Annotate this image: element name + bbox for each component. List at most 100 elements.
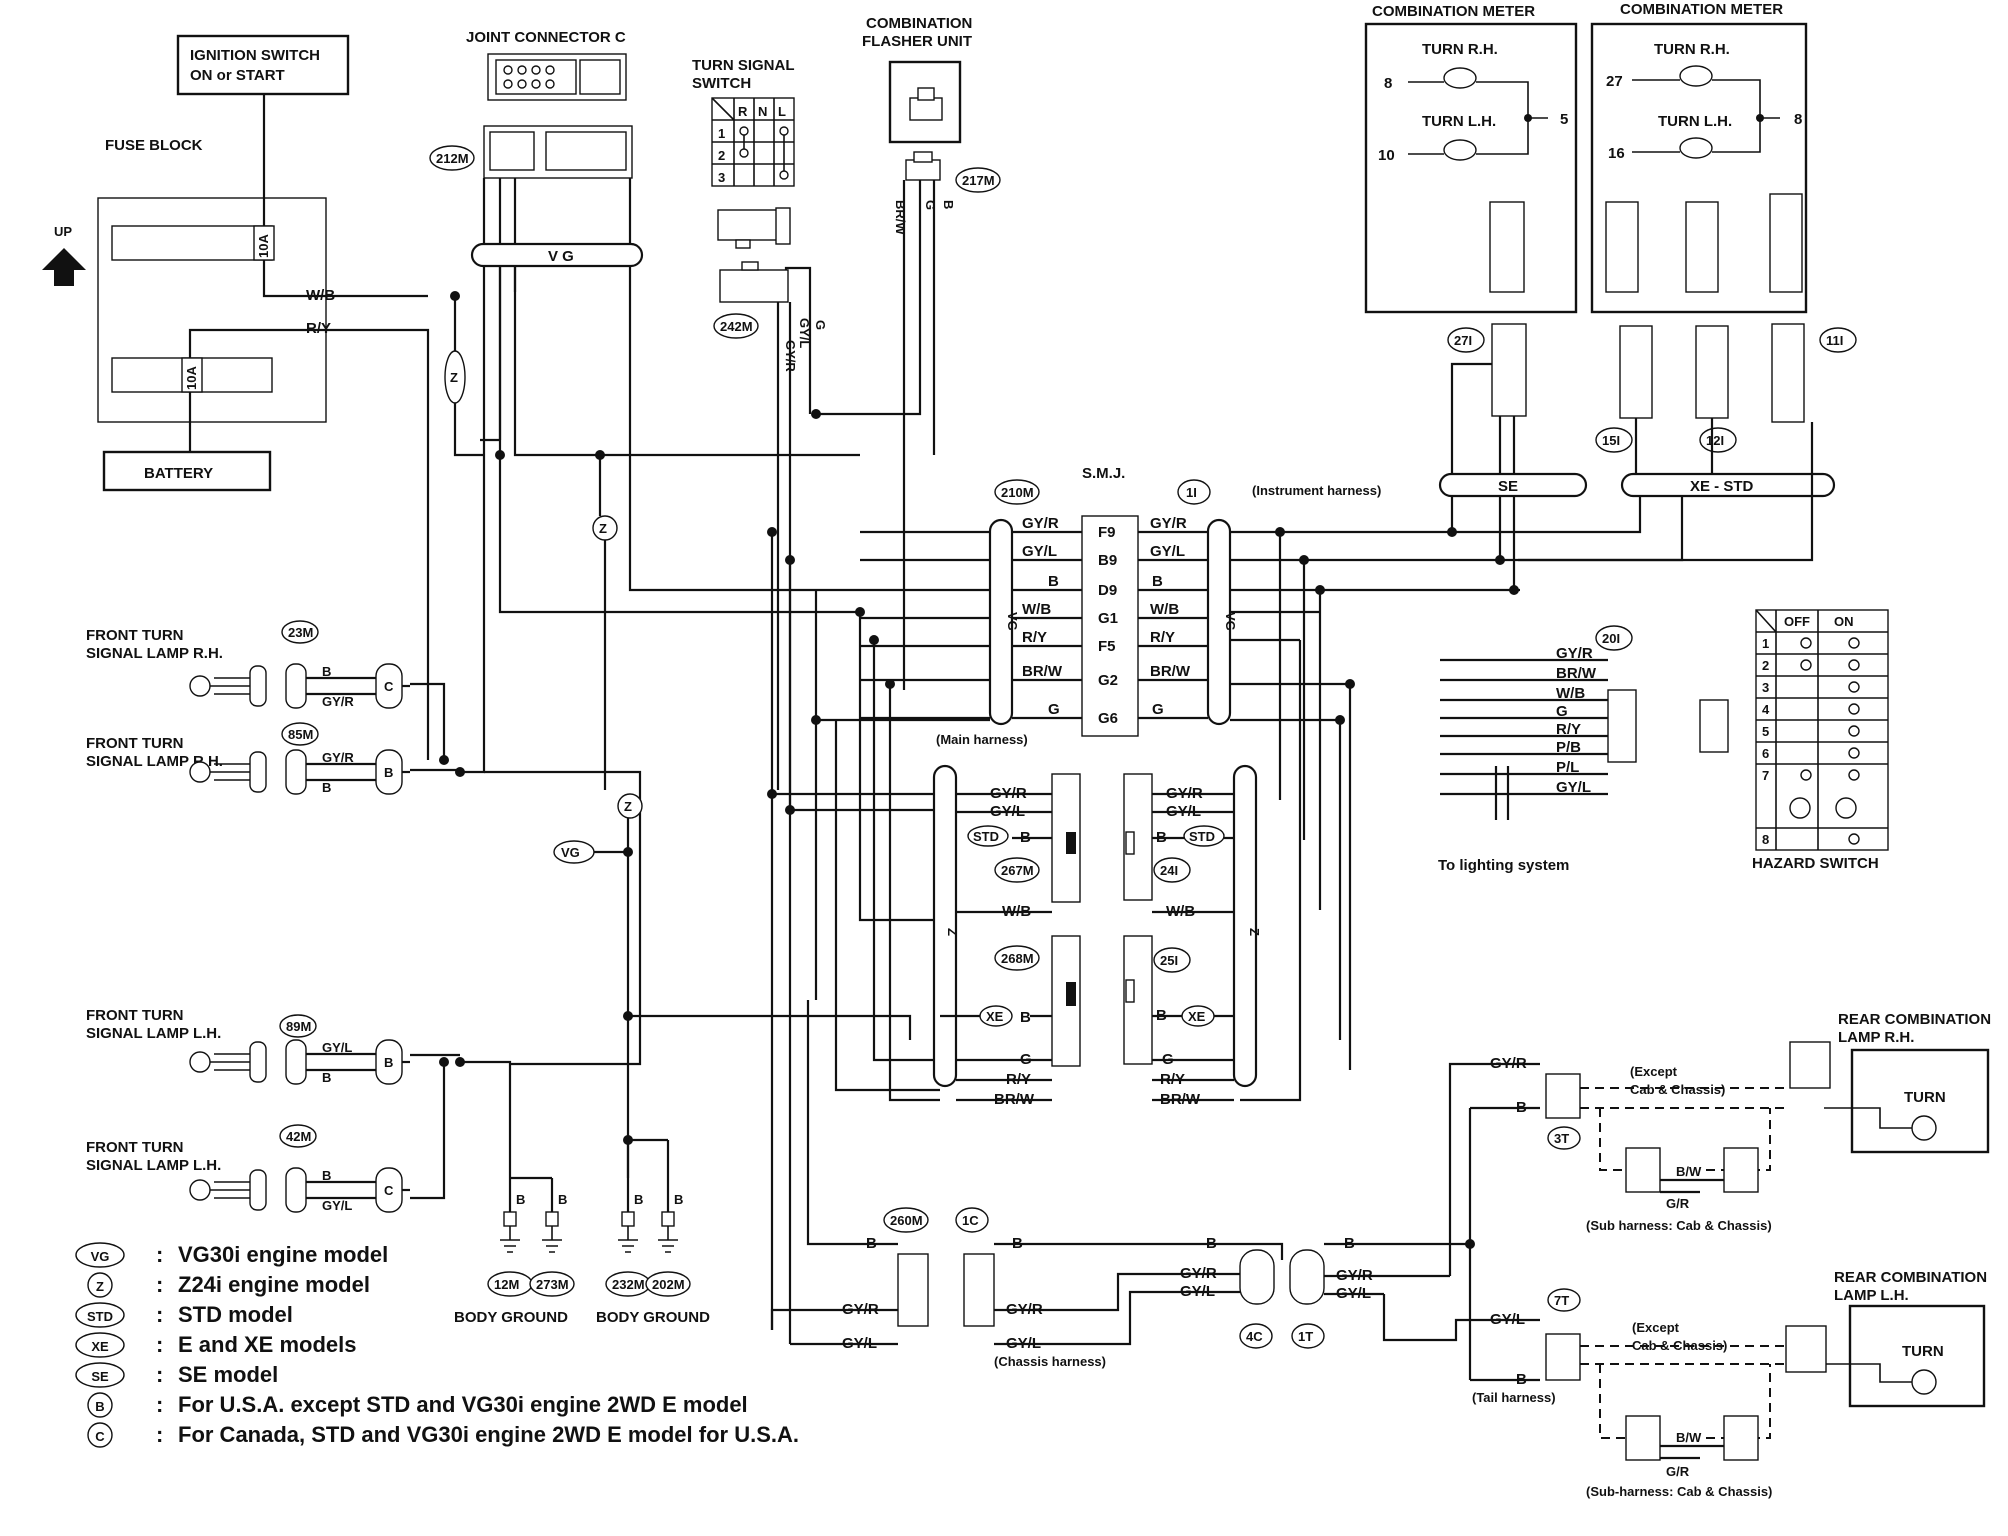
- ground-icon: [500, 1226, 520, 1253]
- svg-text:GY/L: GY/L: [1336, 1285, 1371, 1302]
- svg-text:GY/L: GY/L: [1180, 1283, 1215, 1300]
- smj-left-label: BR/W: [1022, 663, 1063, 680]
- chassis-harness-label: (Chassis harness): [994, 1354, 1106, 1369]
- svg-text:1: 1: [718, 126, 725, 141]
- connector-217M: 217M: [905, 151, 1001, 193]
- smj-pin: F9: [1098, 524, 1116, 541]
- legend-text: SE model: [178, 1362, 278, 1387]
- svg-text:24I: 24I: [1160, 863, 1178, 878]
- smj-right-label: B: [1152, 573, 1163, 590]
- front-lamp-title: FRONT TURN: [86, 1007, 184, 1024]
- svg-text:267M: 267M: [1001, 863, 1034, 878]
- connector-4C: 4C: [1239, 1249, 1275, 1349]
- z-bus-left: [932, 764, 958, 1088]
- z-badge-3: Z: [617, 793, 643, 819]
- svg-text:GY/R: GY/R: [990, 785, 1027, 802]
- svg-text:B: B: [1156, 1007, 1167, 1024]
- svg-text:7: 7: [1762, 768, 1769, 783]
- lamp-bulb-icon: [189, 1179, 211, 1201]
- svg-text:210M: 210M: [1001, 485, 1034, 500]
- wire-wb-top: W/B: [306, 287, 335, 304]
- svg-text:ON: ON: [1834, 614, 1854, 629]
- ground-connector-label: 232M: [612, 1277, 645, 1292]
- svg-text:G: G: [1020, 1051, 1032, 1068]
- ground-connector-label: 12M: [494, 1277, 519, 1292]
- svg-text:5: 5: [1762, 724, 1769, 739]
- smj-left-label: GY/L: [1022, 543, 1057, 560]
- meter-right-title: COMBINATION METER: [1620, 1, 1783, 18]
- connector-11I: 11I: [1771, 323, 1857, 423]
- conn20-wire-label: GY/L: [1556, 779, 1591, 796]
- legend-sep: :: [156, 1242, 163, 1267]
- svg-text:11I: 11I: [1826, 333, 1843, 348]
- svg-text:3: 3: [1762, 680, 1769, 695]
- smj-title: S.M.J.: [1082, 465, 1125, 482]
- xe-std-bus: XE - STD: [1620, 472, 1836, 498]
- flasher-title-2: FLASHER UNIT: [862, 33, 972, 50]
- z-badge-1: Z: [444, 350, 466, 404]
- meter-left-title: COMBINATION METER: [1372, 3, 1535, 20]
- std-badge-left: [967, 825, 1009, 847]
- ground-wire-label: B: [674, 1192, 683, 1207]
- legend-sep: :: [156, 1422, 163, 1447]
- ground-icon: [658, 1226, 678, 1253]
- smj-right-label: G: [1152, 701, 1164, 718]
- rear-lh-title-2: LAMP L.H.: [1834, 1287, 1909, 1304]
- smj-left-label: B: [1048, 573, 1059, 590]
- connector-89M: 89M: [279, 1014, 317, 1038]
- front-lamp-title: FRONT TURN: [86, 735, 184, 752]
- ground-icon: [542, 1226, 562, 1253]
- front-lamp-title: SIGNAL LAMP R.H.: [86, 645, 223, 662]
- connector-25I: 25I: [1123, 935, 1191, 1065]
- smj-left-label: GY/R: [1022, 515, 1059, 532]
- z-badge-2: Z: [592, 515, 618, 541]
- svg-text:N: N: [758, 104, 767, 119]
- svg-text:89M: 89M: [286, 1019, 311, 1034]
- wire-gyl-242: GY/L: [797, 318, 812, 348]
- connector-23M: 23M: [281, 620, 319, 644]
- svg-text:(Sub harness: Cab & Chassis): (Sub harness: Cab & Chassis): [1586, 1218, 1772, 1233]
- legend-text: E and XE models: [178, 1332, 357, 1357]
- svg-text:GY/R: GY/R: [1490, 1055, 1527, 1072]
- connector-42M: 42M: [279, 1124, 317, 1148]
- svg-text:TURN: TURN: [1904, 1089, 1946, 1106]
- svg-text:VG: VG: [1005, 612, 1020, 631]
- wire-brw-flasher: BR/W: [893, 200, 908, 235]
- svg-text:GY/R: GY/R: [1180, 1265, 1217, 1282]
- svg-text:4: 4: [1762, 702, 1770, 717]
- svg-text:10: 10: [1378, 147, 1395, 164]
- legend-symbol: STD: [87, 1309, 113, 1324]
- smj-pin: G1: [1098, 610, 1118, 627]
- lamp-bulb-icon: [189, 1051, 211, 1073]
- svg-text:BR/W: BR/W: [1160, 1091, 1201, 1108]
- smj-left-label: W/B: [1022, 601, 1051, 618]
- xe-badge-right: [1181, 1005, 1215, 1027]
- svg-text:TURN R.H.: TURN R.H.: [1422, 41, 1498, 58]
- legend-symbol: Z: [96, 1279, 104, 1294]
- connector-3T: 3T: [1545, 1073, 1581, 1150]
- fuse-label-2: 10A: [184, 366, 199, 390]
- except-cab-1a: (Except: [1630, 1064, 1678, 1079]
- rear-rh-title-2: LAMP R.H.: [1838, 1029, 1914, 1046]
- svg-text:B: B: [1020, 829, 1031, 846]
- legend-sep: :: [156, 1362, 163, 1387]
- legend-sep: :: [156, 1272, 163, 1297]
- connector-27I: 27I: [1447, 323, 1527, 417]
- connector-267M: 267M: [994, 773, 1081, 903]
- lamp-option-symbol: B: [384, 1055, 393, 1070]
- smj-rows: GY/RF9GY/RGY/LB9GY/LBD9BW/BG1W/BR/YF5R/Y…: [860, 515, 1208, 727]
- svg-text:SE: SE: [1498, 478, 1518, 495]
- svg-text:B: B: [1156, 829, 1167, 846]
- up-label: UP: [54, 224, 72, 239]
- vg-bus-top: V G: [470, 242, 644, 268]
- lamp-wire-label: GY/R: [322, 750, 354, 765]
- connector-20I: 20I: [1595, 625, 1637, 763]
- conn20-wire-label: BR/W: [1556, 665, 1597, 682]
- legend-symbol-icon: [75, 1302, 125, 1328]
- z-right-wires: GY/R GY/L B STD W/B B XE G R/Y BR/W: [1152, 785, 1234, 1108]
- svg-text:7T: 7T: [1554, 1293, 1569, 1308]
- lamp-wire-label: GY/R: [322, 694, 354, 709]
